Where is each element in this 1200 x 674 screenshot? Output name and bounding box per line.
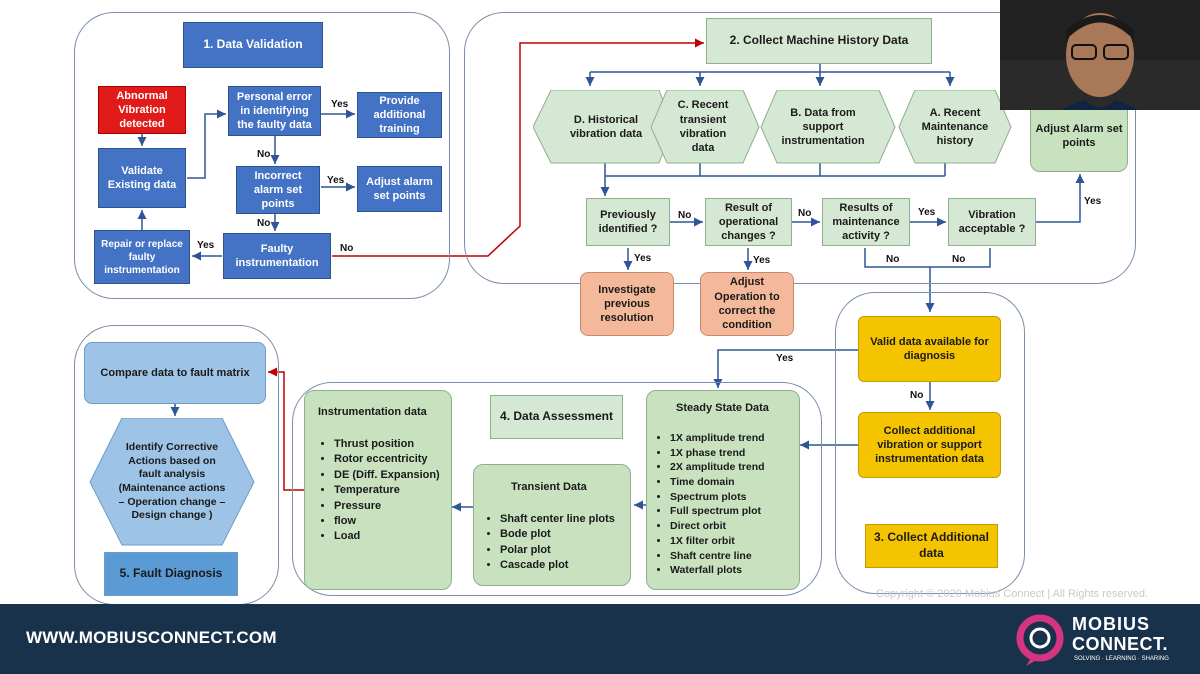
adjust-alarm-box: Adjust alarm set points	[357, 166, 442, 212]
machine-history-panel	[464, 12, 1136, 284]
instrumentation-data-title: Instrumentation data	[318, 406, 427, 418]
hex-recent-transient: C. Recent transient vibration data	[677, 99, 729, 155]
list-item: Shaft centre line	[670, 549, 800, 564]
collect-additional-panel	[835, 292, 1025, 594]
yes-label: Yes	[753, 255, 771, 266]
yes-label: Yes	[331, 99, 349, 110]
yes-label: Yes	[197, 240, 215, 251]
investigate-resolution-box: Investigate previous resolution	[580, 272, 674, 336]
hex-c-shape	[650, 90, 760, 164]
list-item: Rotor eccentricity	[334, 452, 448, 467]
transient-list: Shaft center line plots Bode plot Polar …	[484, 512, 629, 574]
list-item: Spectrum plots	[670, 490, 800, 505]
steady-state-data-title: Steady State Data	[676, 402, 769, 414]
brand-logo: MOBIUS CONNECT. SOLVING · LEARNING · SHA…	[1014, 612, 1190, 668]
steady-state-data-box	[646, 390, 800, 590]
list-item: Polar plot	[500, 543, 629, 558]
result-operational-box: Result of operational changes ?	[705, 198, 792, 246]
no-label: No	[886, 254, 900, 265]
data-assessment-panel	[292, 382, 822, 596]
instrumentation-data-box	[304, 390, 452, 590]
list-item: 1X filter orbit	[670, 534, 800, 549]
result-maintenance-box: Results of maintenance activity ?	[822, 198, 910, 246]
data-assessment-title: 4. Data Assessment	[490, 395, 623, 439]
hex-a-shape	[898, 90, 1012, 164]
transient-data-title: Transient Data	[511, 481, 587, 493]
list-item: Direct orbit	[670, 519, 800, 534]
list-item: Full spectrum plot	[670, 504, 800, 519]
list-item: 2X amplitude trend	[670, 460, 800, 475]
no-label: No	[257, 218, 271, 229]
brand-tagline: SOLVING · LEARNING · SHARING	[1074, 656, 1169, 662]
transient-data-box	[473, 464, 631, 586]
list-item: Waterfall plots	[670, 563, 800, 578]
list-item: Bode plot	[500, 527, 629, 542]
list-item: Cascade plot	[500, 558, 629, 573]
list-item: Load	[334, 529, 448, 544]
yes-label: Yes	[1084, 196, 1102, 207]
yes-label: Yes	[634, 253, 652, 264]
repair-replace-box: Repair or replace faulty instrumentation	[94, 230, 190, 284]
provide-training-box: Provide additional training	[357, 92, 442, 138]
fault-diagnosis-title: 5. Fault Diagnosis	[104, 552, 238, 596]
vibration-acceptable-box: Vibration acceptable ?	[948, 198, 1036, 246]
hexagon-layer	[533, 90, 1012, 164]
list-item: Temperature	[334, 483, 448, 498]
machine-history-title: 2. Collect Machine History Data	[706, 18, 932, 64]
valid-data-box: Valid data available for diagnosis	[858, 316, 1001, 382]
abnormal-vibration-box: Abnormal Vibration detected	[98, 86, 186, 134]
data-validation-panel	[74, 12, 450, 299]
data-validation-title: 1. Data Validation	[183, 22, 323, 68]
no-label: No	[340, 243, 354, 254]
hex-support-instrumentation: B. Data from support instrumentation	[781, 106, 865, 148]
list-item: 1X amplitude trend	[670, 431, 800, 446]
no-label: No	[910, 390, 924, 401]
presenter-avatar	[1000, 0, 1200, 110]
list-item: Shaft center line plots	[500, 512, 629, 527]
steady-state-list: 1X amplitude trend 1X phase trend 2X amp…	[654, 431, 800, 578]
previously-identified-box: Previously identified ?	[586, 198, 670, 246]
copyright-text: Copyright © 2020 Mobius Connect | All Ri…	[876, 588, 1149, 600]
webcam-video	[1000, 0, 1200, 110]
list-item: flow	[334, 514, 448, 529]
footer-url[interactable]: WWW.MOBIUSCONNECT.COM	[26, 628, 277, 647]
adjust-alarm-setpoints-box: Adjust Alarm set points	[1030, 100, 1128, 172]
faulty-instrumentation-box: Faulty instrumentation	[223, 233, 331, 279]
no-label: No	[257, 149, 271, 160]
list-item: Thrust position	[334, 437, 448, 452]
collect-more-data-box: Collect additional vibration or support …	[858, 412, 1001, 478]
no-label: No	[952, 254, 966, 265]
logo-icon	[1016, 614, 1064, 666]
collect-additional-title: 3. Collect Additional data	[865, 524, 998, 568]
no-label: No	[798, 208, 812, 219]
incorrect-alarm-box: Incorrect alarm set points	[236, 166, 320, 214]
personal-error-box: Personal error in identifying the faulty…	[228, 86, 321, 136]
list-item: Pressure	[334, 499, 448, 514]
adjust-operation-box: Adjust Operation to correct the conditio…	[700, 272, 794, 336]
compare-fault-matrix-box: Compare data to fault matrix	[84, 342, 266, 404]
instrumentation-list: Thrust position Rotor eccentricity DE (D…	[318, 437, 448, 545]
hex-d-shape	[533, 90, 674, 164]
yes-label: Yes	[327, 175, 345, 186]
hex-maintenance-history: A. Recent Maintenance history	[921, 106, 989, 148]
hex-b-shape	[760, 90, 896, 164]
identify-actions-hexagon	[89, 418, 255, 546]
no-label: No	[678, 210, 692, 221]
brand-name-line1: MOBIUS	[1072, 614, 1150, 634]
validate-existing-box: Validate Existing data	[98, 148, 186, 208]
yes-label: Yes	[776, 353, 794, 364]
list-item: Time domain	[670, 475, 800, 490]
list-item: DE (Diff. Expansion)	[334, 468, 448, 483]
brand-name-line2: CONNECT.	[1072, 634, 1169, 654]
footer-bar	[0, 604, 1200, 674]
hex-historical-vibration: D. Historical vibration data	[569, 113, 643, 140]
yes-label: Yes	[918, 207, 936, 218]
identify-actions-text: Identify Corrective Actions based on fau…	[118, 441, 226, 522]
list-item: 1X phase trend	[670, 446, 800, 461]
